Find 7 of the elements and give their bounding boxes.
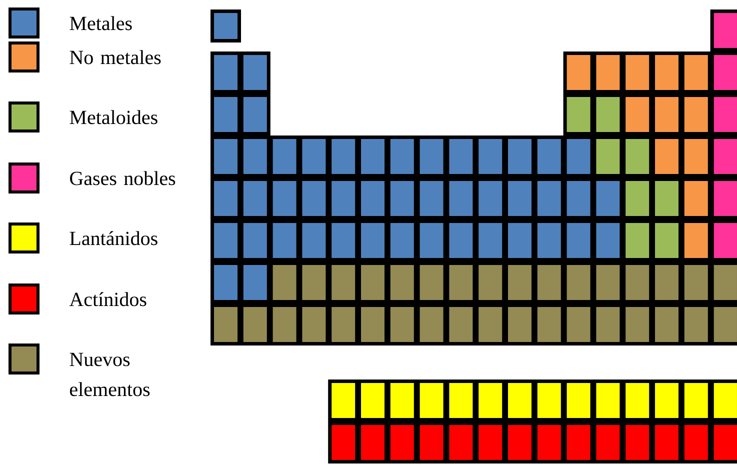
- legend-label: Actínidos: [69, 292, 146, 306]
- legend-label: Metales: [70, 16, 132, 30]
- legend-label: No metales: [70, 50, 161, 64]
- legend-label: Metaloides: [70, 110, 158, 124]
- legend-label: Gases nobles: [70, 171, 176, 186]
- legend-label: Lantánidos: [70, 231, 158, 246]
- legend-label: Nuevos elementos: [70, 352, 150, 396]
